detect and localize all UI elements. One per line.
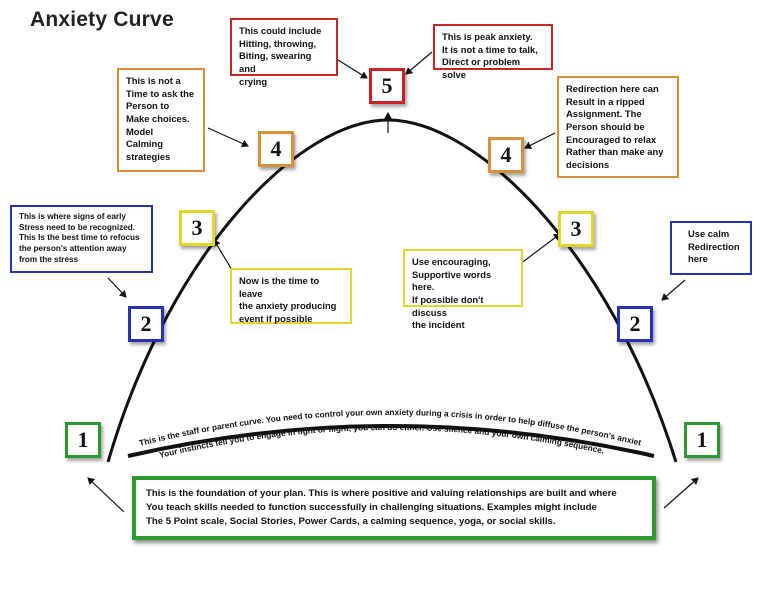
level-5-box: 5 — [369, 68, 405, 104]
staff-curve — [127, 424, 655, 458]
arrow-leave-to-3 — [213, 239, 233, 271]
arrow-hitting-to-5 — [337, 59, 368, 79]
level-4-box-right: 4 — [488, 137, 524, 173]
note-choices: This is not a Time to ask the Person to … — [117, 68, 205, 172]
note-leave: Now is the time to leave the anxiety pro… — [230, 268, 352, 324]
arrow-redirection-to-4 — [524, 132, 556, 149]
level-1-box-right: 1 — [684, 422, 720, 458]
level-3-box-right: 3 — [558, 211, 594, 247]
arrow-early-to-2 — [107, 277, 127, 298]
note-early-signs: This is where signs of early Stress need… — [10, 205, 153, 273]
arrow-encouraging-to-3 — [519, 233, 561, 265]
arrow-calm-to-2 — [661, 279, 686, 301]
arrow-choices-to-4 — [207, 127, 249, 148]
note-peak-anxiety: This is peak anxiety. It is not a time t… — [433, 24, 553, 80]
note-redirection: Redirection here can Result in a ripped … — [557, 76, 679, 178]
note-hitting: This could include Hitting, throwing, Bi… — [230, 18, 338, 87]
diagram-title: Anxiety Curve — [30, 8, 174, 31]
note-foundation: This is the foundation of your plan. Thi… — [132, 476, 656, 540]
level-2-box-right: 2 — [617, 306, 653, 342]
arrow-left-to-1 — [87, 477, 125, 513]
level-1-box-left: 1 — [65, 422, 101, 458]
level-3-box-left: 3 — [179, 210, 215, 246]
arrow-peak-to-5 — [405, 51, 433, 75]
note-encouraging: Use encouraging, Supportive words here. … — [403, 249, 523, 330]
level-2-box-left: 2 — [128, 306, 164, 342]
level-4-box-left: 4 — [258, 131, 294, 167]
note-calm-redirection: Use calm Redirection here — [670, 221, 752, 275]
arrow-right-to-1 — [663, 477, 699, 509]
